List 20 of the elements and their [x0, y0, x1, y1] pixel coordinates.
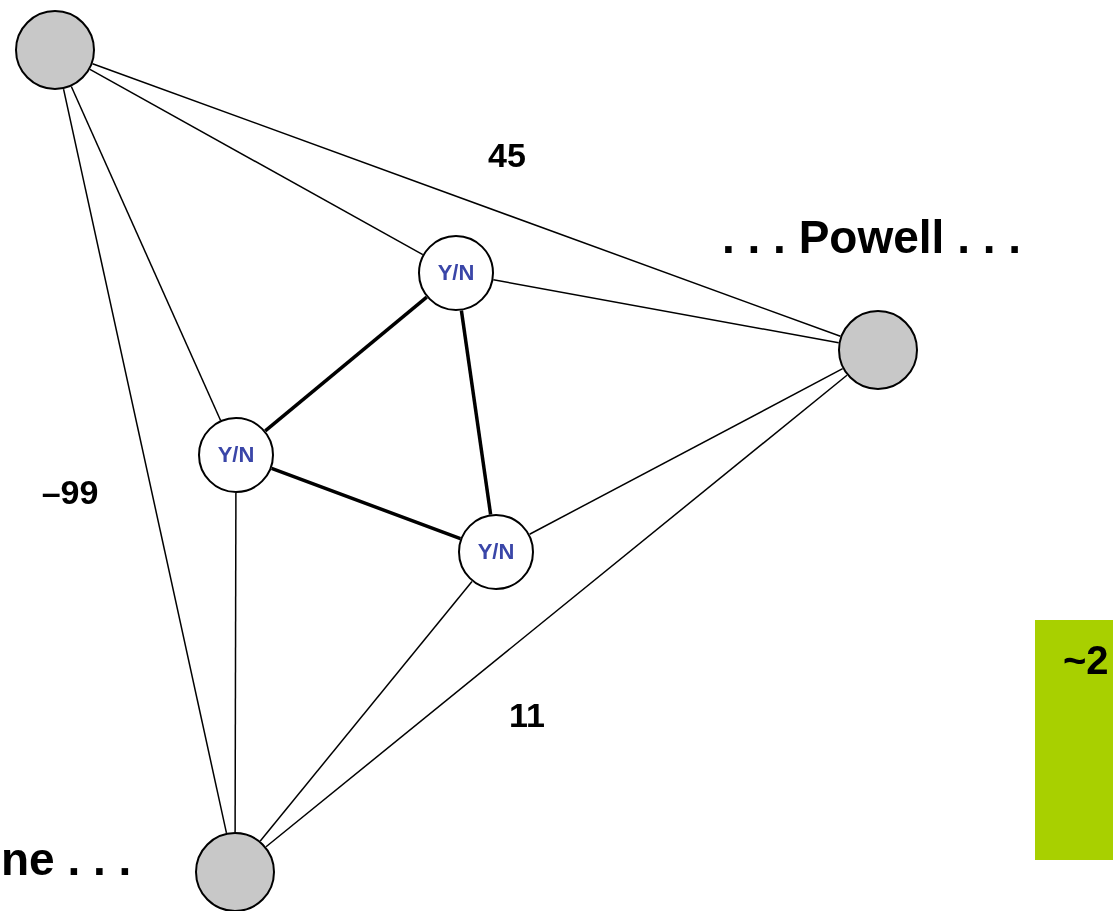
connector-line [264, 295, 428, 433]
connector-line [528, 367, 844, 535]
connector-line [492, 279, 840, 344]
node-circle [195, 832, 275, 911]
name-label: ne . . . [1, 832, 132, 886]
connector-line [265, 374, 848, 848]
note-panel [1035, 620, 1113, 860]
connector-line [271, 466, 461, 541]
connector-line [62, 88, 228, 834]
node-label: Y/N [477, 539, 515, 565]
node-label: Y/N [217, 442, 255, 468]
node-label: Y/N [437, 260, 475, 286]
connector-line [234, 492, 237, 833]
connector-line [91, 62, 842, 338]
name-label: . . . Powell . . . [722, 210, 1022, 264]
connector-line [459, 310, 493, 515]
connector-line [70, 85, 222, 422]
note-text: ~2 [1063, 638, 1109, 683]
connector-line [259, 580, 473, 842]
connector-line [89, 68, 424, 256]
